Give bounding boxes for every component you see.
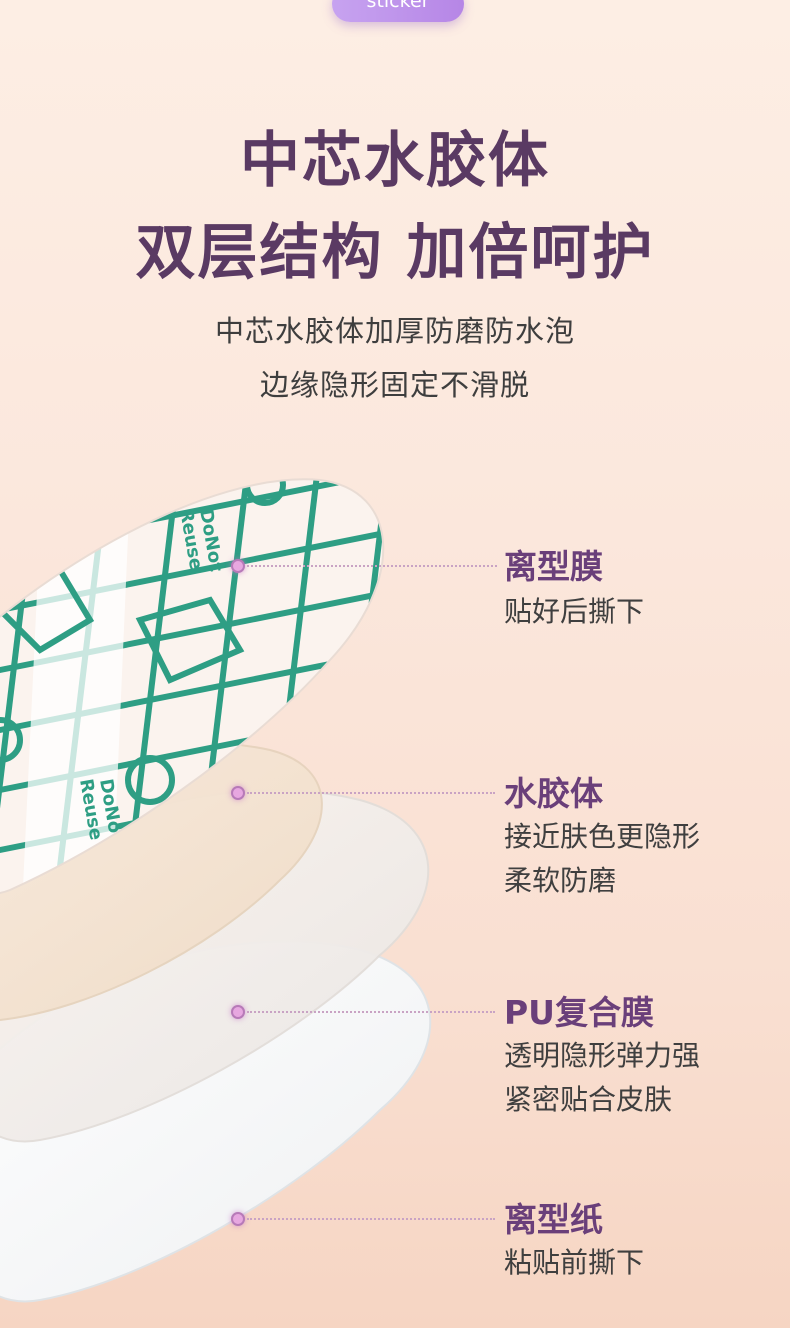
layer-desc-release-film: 贴好后撕下 <box>504 595 645 628</box>
connector-line-2 <box>247 792 495 794</box>
subtitle-line-2: 边缘隐形固定不滑脱 <box>259 368 530 402</box>
layer-desc-hydrocolloid-2: 柔软防磨 <box>504 864 617 897</box>
layer-desc-pu-film-2: 紧密贴合皮肤 <box>504 1083 673 1116</box>
grid-line <box>0 507 384 633</box>
layer-desc-hydrocolloid-1: 接近肤色更隐形 <box>504 820 701 853</box>
layered-sticker-illustration: DoNot Reuse DoNot Reuse <box>0 478 432 1303</box>
layer-title-release-paper: 离型纸 <box>504 1200 603 1239</box>
headline-line-1: 中芯水胶体 <box>240 126 550 196</box>
layer-title-pu-film: PU复合膜 <box>504 993 654 1032</box>
subtitle-line-1: 中芯水胶体加厚防磨防水泡 <box>214 314 575 348</box>
sticker-badge: sticker <box>332 0 464 22</box>
marker-dot-1 <box>231 559 245 573</box>
grid-line <box>0 567 384 693</box>
connector-line-4 <box>247 1218 495 1220</box>
marker-dot-3 <box>231 1005 245 1019</box>
layer-title-hydrocolloid: 水胶体 <box>504 774 603 813</box>
connector-line-3 <box>247 1011 495 1013</box>
layer-title-release-film: 离型膜 <box>504 547 603 586</box>
headline-line-2: 双层结构 加倍呵护 <box>135 218 655 288</box>
marker-dot-4 <box>231 1212 245 1226</box>
grid-line <box>0 687 384 813</box>
marker-dot-2 <box>231 786 245 800</box>
grid-line <box>0 627 384 753</box>
layer-desc-release-paper: 粘贴前撕下 <box>504 1246 645 1279</box>
connector-line-1 <box>247 565 497 567</box>
grid-line <box>0 479 384 573</box>
layer-desc-pu-film-1: 透明隐形弹力强 <box>504 1039 701 1072</box>
